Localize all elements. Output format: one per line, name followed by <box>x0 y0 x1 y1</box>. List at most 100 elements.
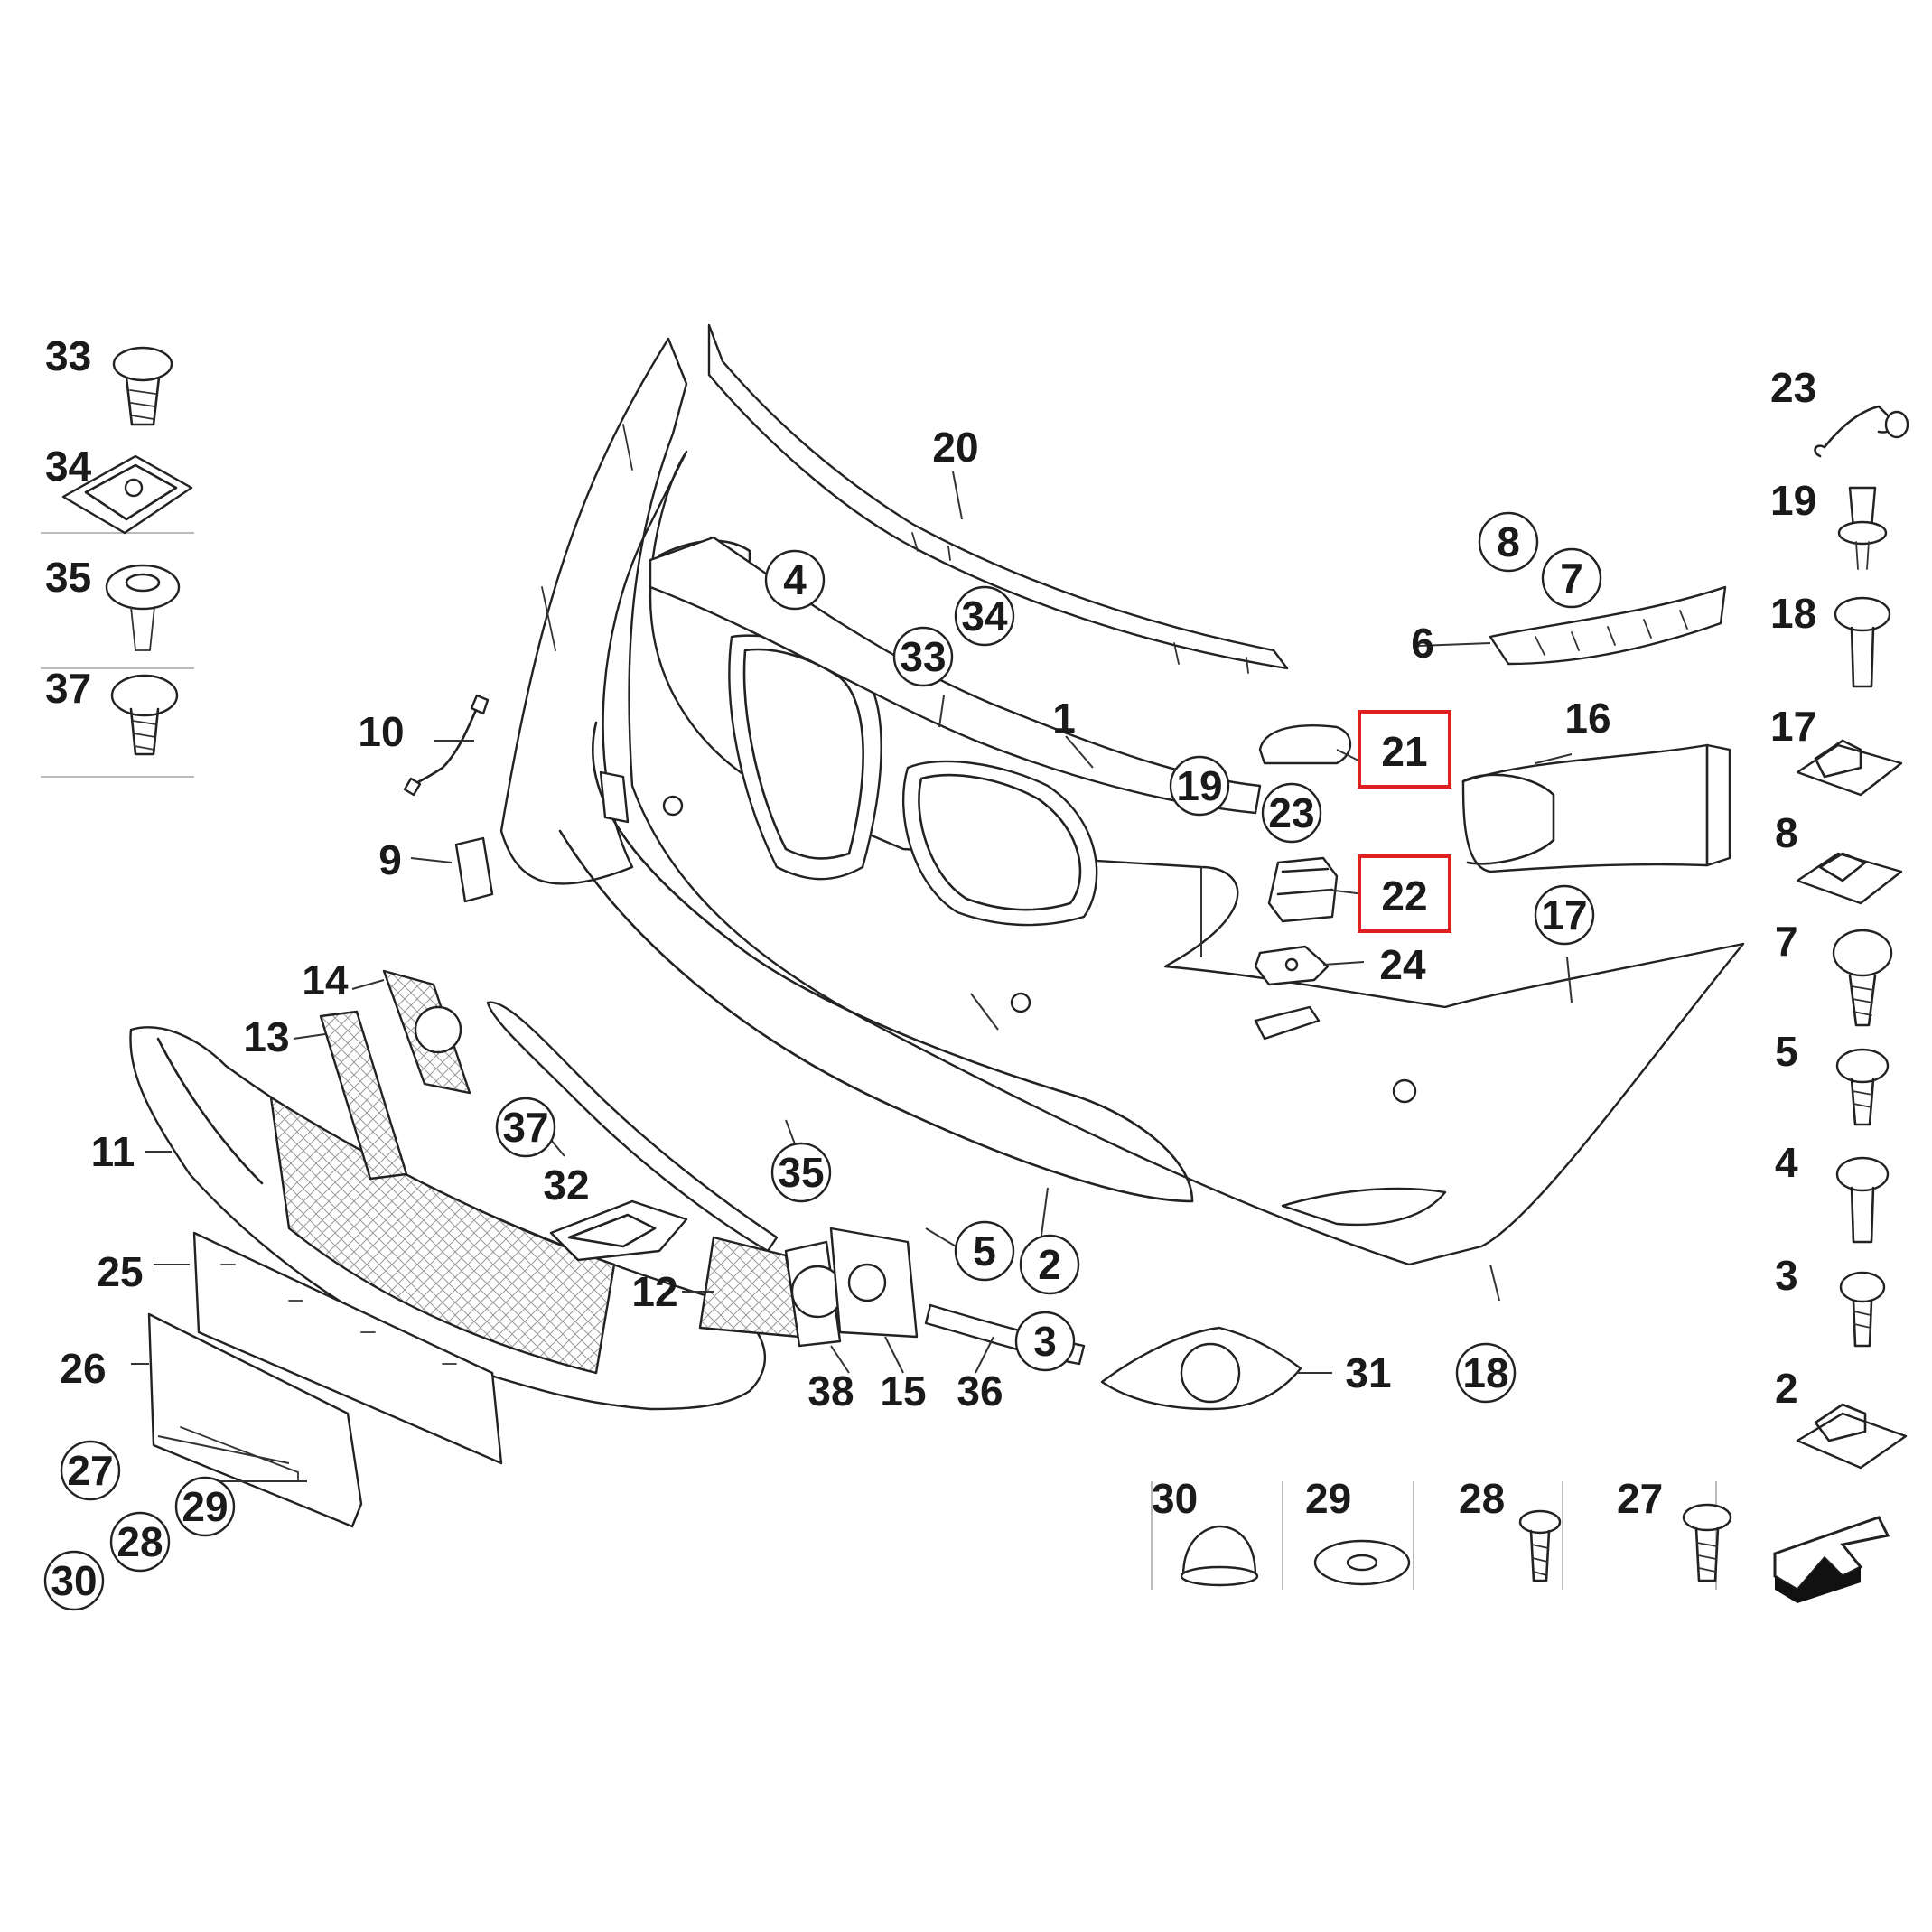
label-37: 37 <box>502 1104 548 1151</box>
label-16: 16 <box>1564 695 1610 742</box>
left-hardware-column <box>41 346 194 778</box>
part-24-holder <box>1254 945 1330 986</box>
part-29-washer <box>1313 1539 1411 1586</box>
label-27: 27 <box>67 1447 113 1494</box>
part-12-grille-insert <box>698 1236 801 1339</box>
label-38: 38 <box>807 1367 854 1414</box>
label-19-right: 19 <box>1770 477 1816 524</box>
circle-35 <box>770 1142 832 1203</box>
part-10-cable <box>403 694 490 797</box>
bumper-cover-part-1 <box>499 337 1745 1266</box>
circle-27 <box>60 1440 121 1501</box>
circle-37 <box>495 1097 556 1158</box>
label-4: 4 <box>783 556 807 603</box>
circle-8 <box>1478 511 1539 573</box>
highlight-box-22 <box>1358 854 1451 933</box>
part-23-spring-clip <box>1814 405 1909 458</box>
label-36: 36 <box>957 1367 1003 1414</box>
highlight-box-21 <box>1358 710 1451 789</box>
label-12: 12 <box>631 1268 677 1315</box>
label-30: 30 <box>51 1557 97 1604</box>
part-2-clip-nut <box>1796 1403 1908 1470</box>
part-4-screw <box>1835 1156 1890 1244</box>
circle-19 <box>1169 755 1230 817</box>
label-32: 32 <box>543 1162 589 1209</box>
part-35-expanding-rivet <box>105 564 181 651</box>
part-17-clip-nut <box>1796 739 1903 797</box>
label-35: 35 <box>778 1149 824 1196</box>
circle-28 <box>109 1511 171 1573</box>
label-8: 8 <box>1497 518 1520 565</box>
label-34: 34 <box>961 593 1008 639</box>
label-7-right: 7 <box>1775 918 1798 965</box>
label-33-left: 33 <box>45 332 91 379</box>
part-28-screw <box>1518 1509 1562 1582</box>
part-8-clip-nut <box>1796 852 1903 905</box>
circle-3 <box>1014 1311 1076 1372</box>
part-35-trim-strip <box>486 1001 779 1253</box>
circle-5 <box>954 1220 1015 1282</box>
label-29: 29 <box>182 1483 228 1530</box>
label-30-bottom: 30 <box>1152 1475 1198 1522</box>
upper-trim-strip-part-20 <box>707 323 1289 674</box>
label-23: 23 <box>1268 789 1314 836</box>
part-33-screw <box>112 346 173 426</box>
bottom-hardware-row <box>1151 1481 1732 1590</box>
part-18-screw <box>1834 596 1891 688</box>
part-7-expanding-rivet <box>1832 929 1893 1027</box>
label-5: 5 <box>973 1227 996 1274</box>
label-1: 1 <box>1052 695 1076 742</box>
part-37-screw <box>110 674 179 756</box>
label-10: 10 <box>358 708 404 755</box>
label-33: 33 <box>900 633 946 680</box>
part-16-air-duct <box>1461 743 1731 873</box>
part-3-screw <box>1839 1271 1886 1348</box>
circle-23 <box>1261 782 1322 844</box>
label-7: 7 <box>1560 555 1583 602</box>
label-18: 18 <box>1462 1349 1508 1396</box>
label-17: 17 <box>1541 891 1587 938</box>
label-29-bottom: 29 <box>1305 1475 1351 1522</box>
label-2-right: 2 <box>1775 1365 1798 1412</box>
label-3-right: 3 <box>1775 1252 1798 1299</box>
part-31-fog-surround <box>1100 1326 1302 1411</box>
label-35-left: 35 <box>45 554 91 601</box>
part-34-clip-nut <box>61 454 193 535</box>
circle-7 <box>1541 547 1602 609</box>
label-2: 2 <box>1038 1241 1061 1288</box>
circle-17 <box>1534 884 1595 946</box>
label-23-right: 23 <box>1770 364 1816 411</box>
right-hardware-column <box>1796 405 1909 1470</box>
part-11-lower-grille <box>129 1026 766 1411</box>
label-19: 19 <box>1176 762 1222 809</box>
label-37-left: 37 <box>45 665 91 712</box>
label-5-right: 5 <box>1775 1028 1798 1075</box>
circle-34 <box>954 585 1015 647</box>
label-34-left: 34 <box>45 443 92 490</box>
part-32-sensor-holder <box>549 1199 688 1262</box>
part-22-bracket <box>1267 856 1339 923</box>
label-9: 9 <box>378 836 402 883</box>
label-25: 25 <box>97 1248 143 1295</box>
left-column-separators <box>41 532 194 778</box>
label-28: 28 <box>117 1518 163 1565</box>
label-20: 20 <box>932 424 978 471</box>
part-27-screw <box>1682 1503 1732 1582</box>
label-15: 15 <box>880 1367 926 1414</box>
label-28-bottom: 28 <box>1459 1475 1505 1522</box>
circle-30 <box>43 1550 105 1611</box>
label-4-right: 4 <box>1775 1139 1798 1186</box>
part-13-grille-insert <box>319 1010 408 1181</box>
circle-4 <box>764 549 826 611</box>
part-15-grille-insert <box>829 1227 919 1339</box>
grille-kidney-right <box>901 760 1098 927</box>
part-21-cover <box>1258 724 1352 765</box>
part-9-cover-cap <box>454 770 630 903</box>
part-26-license-plate-base <box>147 1312 363 1528</box>
part-5-screw <box>1835 1048 1890 1126</box>
circle-33 <box>892 626 954 687</box>
bottom-row-separators <box>1151 1481 1717 1590</box>
part-labels: 33 34 35 37 23 19 18 17 8 7 5 4 3 2 30 2… <box>43 332 1816 1611</box>
label-31: 31 <box>1345 1349 1391 1396</box>
label-18-right: 18 <box>1770 590 1816 637</box>
